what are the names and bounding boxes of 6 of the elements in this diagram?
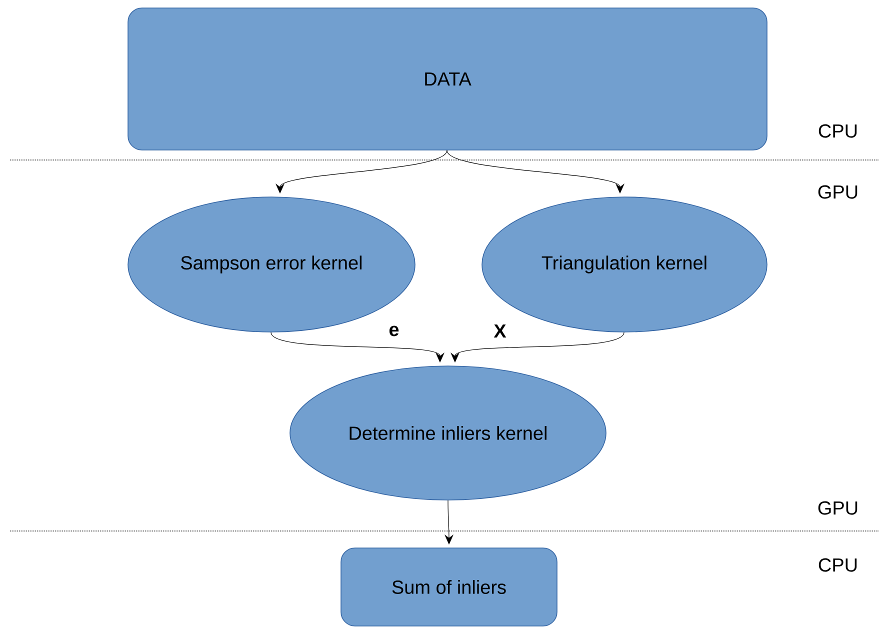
layer-label: GPU	[818, 185, 858, 199]
process-box: Sum of inliers	[340, 548, 558, 626]
layer-label: CPU	[818, 124, 857, 138]
layer-label: CPU	[818, 558, 857, 572]
process-box: DATA	[128, 8, 768, 150]
layer-label: GPU	[818, 501, 858, 515]
